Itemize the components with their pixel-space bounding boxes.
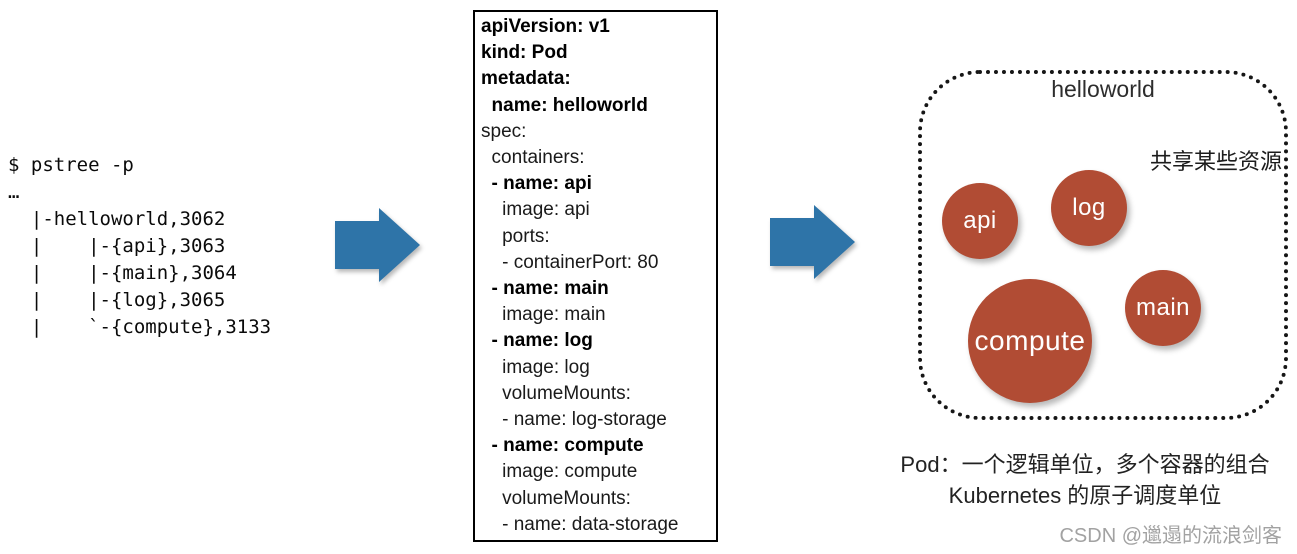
terminal-line: | |-{main},3064 (8, 262, 237, 284)
yaml-line: - name: api (481, 173, 592, 195)
yaml-line: image: compute (481, 461, 638, 483)
yaml-line: metadata: (481, 68, 571, 90)
pod-title: helloworld (1051, 76, 1155, 102)
yaml-line: - name: log-storage (481, 409, 667, 431)
pstree-output: $ pstree -p … |-helloworld,3062 | |-{api… (8, 152, 271, 341)
yaml-line: - containerPort: 80 (481, 251, 659, 273)
terminal-line: | `-{compute},3133 (8, 316, 272, 338)
arrow-right-shape (770, 205, 855, 279)
terminal-line: | |-{log},3065 (8, 289, 226, 311)
yaml-line: spec: (481, 120, 527, 142)
arrow-right-icon (770, 205, 855, 279)
container-circle-log: log (1051, 170, 1127, 246)
terminal-line: … (8, 181, 20, 203)
yaml-line: apiVersion: v1 (481, 16, 610, 37)
container-circle-main: main (1125, 270, 1201, 346)
yaml-line: image: main (481, 304, 606, 326)
yaml-line: volumeMounts: (481, 382, 631, 404)
pod-yaml-box: apiVersion: v1 kind: Pod metadata: name:… (473, 10, 718, 542)
pod-caption: Pod：一个逻辑单位，多个容器的组合 Kubernetes 的原子调度单位 (880, 449, 1290, 511)
terminal-line: | |-{api},3063 (8, 235, 226, 257)
yaml-line: name: helloworld (481, 94, 648, 116)
yaml-line: image: api (481, 199, 590, 221)
terminal-line: $ pstree -p (8, 154, 134, 176)
yaml-line: image: log (481, 356, 590, 378)
shared-resources-label: 共享某些资源 (1150, 149, 1283, 174)
container-circle-compute: compute (968, 279, 1092, 403)
yaml-line: kind: Pod (481, 42, 568, 64)
pod-caption-line1: Pod：一个逻辑单位，多个容器的组合 (900, 452, 1270, 477)
yaml-line: volumeMounts: (481, 487, 631, 509)
terminal-line: |-helloworld,3062 (8, 208, 226, 230)
yaml-line: - name: main (481, 278, 609, 300)
csdn-watermark: CSDN @邋遢的流浪剑客 (1059, 525, 1282, 547)
yaml-line: - name: compute (481, 435, 644, 457)
container-circle-api: api (942, 183, 1018, 259)
pod-boundary-box: helloworld 共享某些资源 api log main compute (918, 70, 1288, 420)
yaml-line: - name: data-storage (481, 513, 679, 535)
pod-caption-line2: Kubernetes 的原子调度单位 (948, 483, 1222, 508)
arrow-right-icon (335, 208, 420, 282)
yaml-line: containers: (481, 147, 585, 169)
arrow-right-shape (335, 208, 420, 282)
yaml-line: ports: (481, 225, 550, 247)
yaml-line: - name: log (481, 330, 593, 352)
